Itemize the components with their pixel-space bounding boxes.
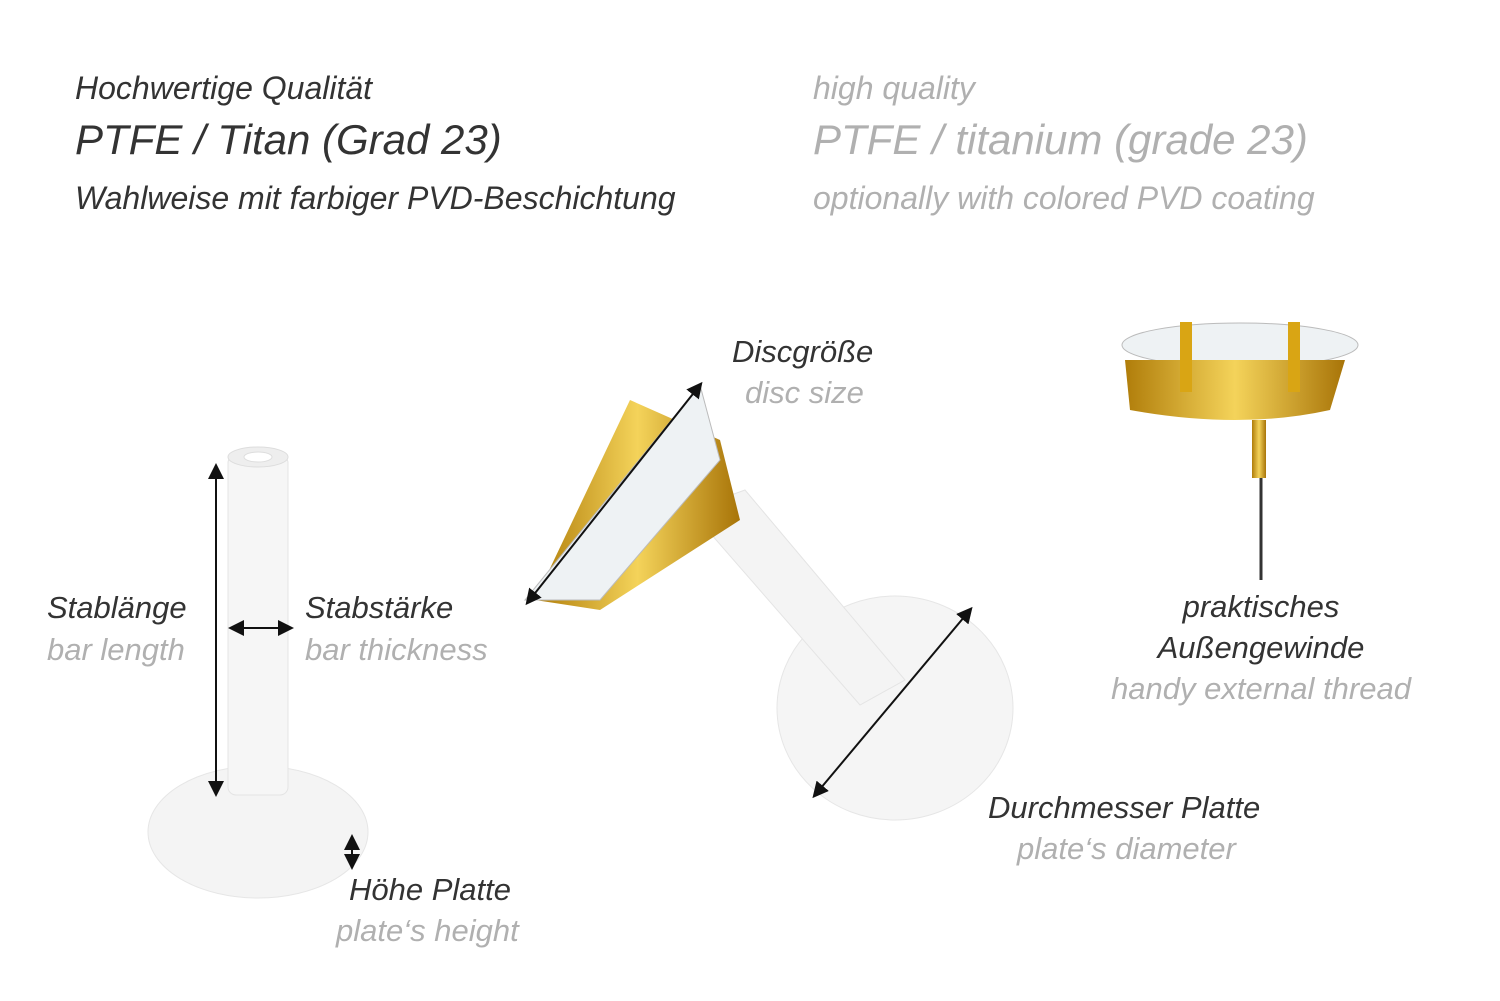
plate-diameter-label-en: plate‘s diameter [1017, 831, 1236, 866]
labret-with-gem-illustration [523, 381, 1014, 821]
plate-diameter-label: Durchmesser Platte [988, 790, 1261, 825]
plate-height-label: Höhe Platte [349, 872, 511, 907]
thread-label-en: handy external thread [1111, 671, 1411, 706]
gem-top-illustration [1121, 322, 1359, 580]
bar-thickness-label-en: bar thickness [305, 632, 488, 667]
disc-size-label: Discgröße [732, 334, 874, 369]
header-en-quality: high quality [813, 70, 975, 106]
header-de-quality: Hochwertige Qualität [75, 70, 373, 106]
labret-post-illustration [147, 446, 369, 899]
header-de-coating: Wahlweise mit farbiger PVD-Beschichtung [75, 180, 676, 216]
header-en-material: PTFE / titanium (grade 23) [813, 116, 1308, 163]
thread-label-line1: praktisches [1182, 589, 1340, 624]
header-en-coating: optionally with colored PVD coating [813, 180, 1315, 216]
thread-label-line2: Außengewinde [1157, 630, 1365, 665]
bar-length-label-en: bar length [47, 632, 185, 667]
plate-height-label-en: plate‘s height [336, 913, 519, 948]
bar-length-label: Stablänge [47, 590, 187, 625]
plate-diameter-arrow [812, 606, 973, 799]
bar-thickness-label: Stabstärke [305, 590, 454, 625]
disc-size-arrow [525, 381, 703, 606]
header-de-material: PTFE / Titan (Grad 23) [75, 116, 502, 163]
disc-size-label-en: disc size [745, 375, 864, 410]
